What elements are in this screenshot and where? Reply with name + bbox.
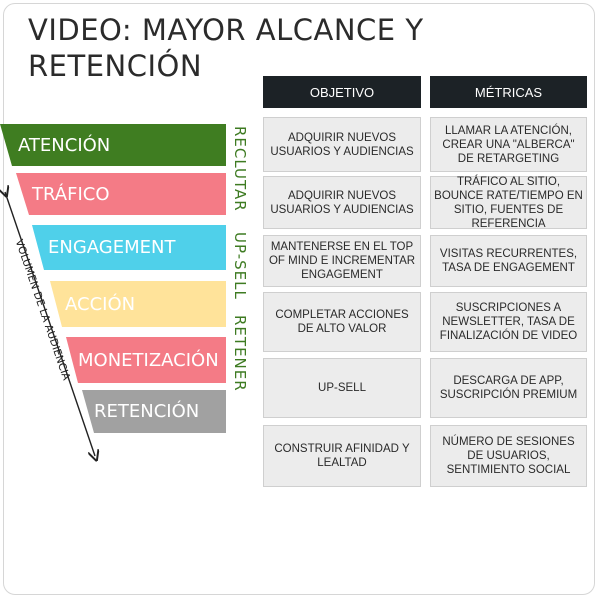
funnel-label: RETENCIÓN: [94, 401, 200, 422]
title-line-2: RETENCIÓN: [28, 49, 203, 83]
title-line-1: VIDEO: MAYOR ALCANCE Y: [28, 13, 424, 47]
audience-arrow: [0, 180, 120, 480]
side-label-reclutar: RECLUTAR: [231, 126, 249, 212]
metrics-cell: NÚMERO DE SESIONES DE USUARIOS, SENTIMIE…: [430, 425, 587, 487]
funnel-band-retencion: RETENCIÓN: [82, 390, 226, 433]
objective-cell: COMPLETAR ACCIONES DE ALTO VALOR: [263, 292, 421, 352]
page-title: VIDEO: MAYOR ALCANCE Y RETENCIÓN: [28, 12, 424, 84]
objective-cell: CONSTRUIR AFINIDAD Y LEALTAD: [263, 425, 421, 487]
funnel-band-atencion: ATENCIÓN: [0, 124, 226, 166]
metrics-cell: DESCARGA DE APP, SUSCRIPCIÓN PREMIUM: [430, 358, 587, 418]
metrics-cell: SUSCRIPCIONES A NEWSLETTER, TASA DE FINA…: [430, 292, 587, 352]
header-metricas: MÉTRICAS: [430, 76, 587, 108]
metrics-cell: VISITAS RECURRENTES, TASA DE ENGAGEMENT: [430, 235, 587, 287]
funnel-label: ATENCIÓN: [18, 134, 111, 156]
side-label-upsell: UP-SELL: [231, 232, 249, 300]
objective-cell: ADQUIRIR NUEVOS USUARIOS Y AUDIENCIAS: [263, 117, 421, 172]
objective-cell: MANTENERSE EN EL TOP OF MIND E INCREMENT…: [263, 235, 421, 287]
funnel-label: MONETIZACIÓN: [78, 349, 219, 371]
metrics-cell: TRÁFICO AL SITIO, BOUNCE RATE/TIEMPO EN …: [430, 176, 587, 230]
side-label-retener: RETENER: [231, 315, 249, 392]
metrics-cell: LLAMAR LA ATENCIÓN, CREAR UNA "ALBERCA" …: [430, 117, 587, 172]
objective-cell: ADQUIRIR NUEVOS USUARIOS Y AUDIENCIAS: [263, 176, 421, 229]
objective-cell: UP-SELL: [263, 358, 421, 418]
header-objetivo: OBJETIVO: [263, 76, 421, 108]
